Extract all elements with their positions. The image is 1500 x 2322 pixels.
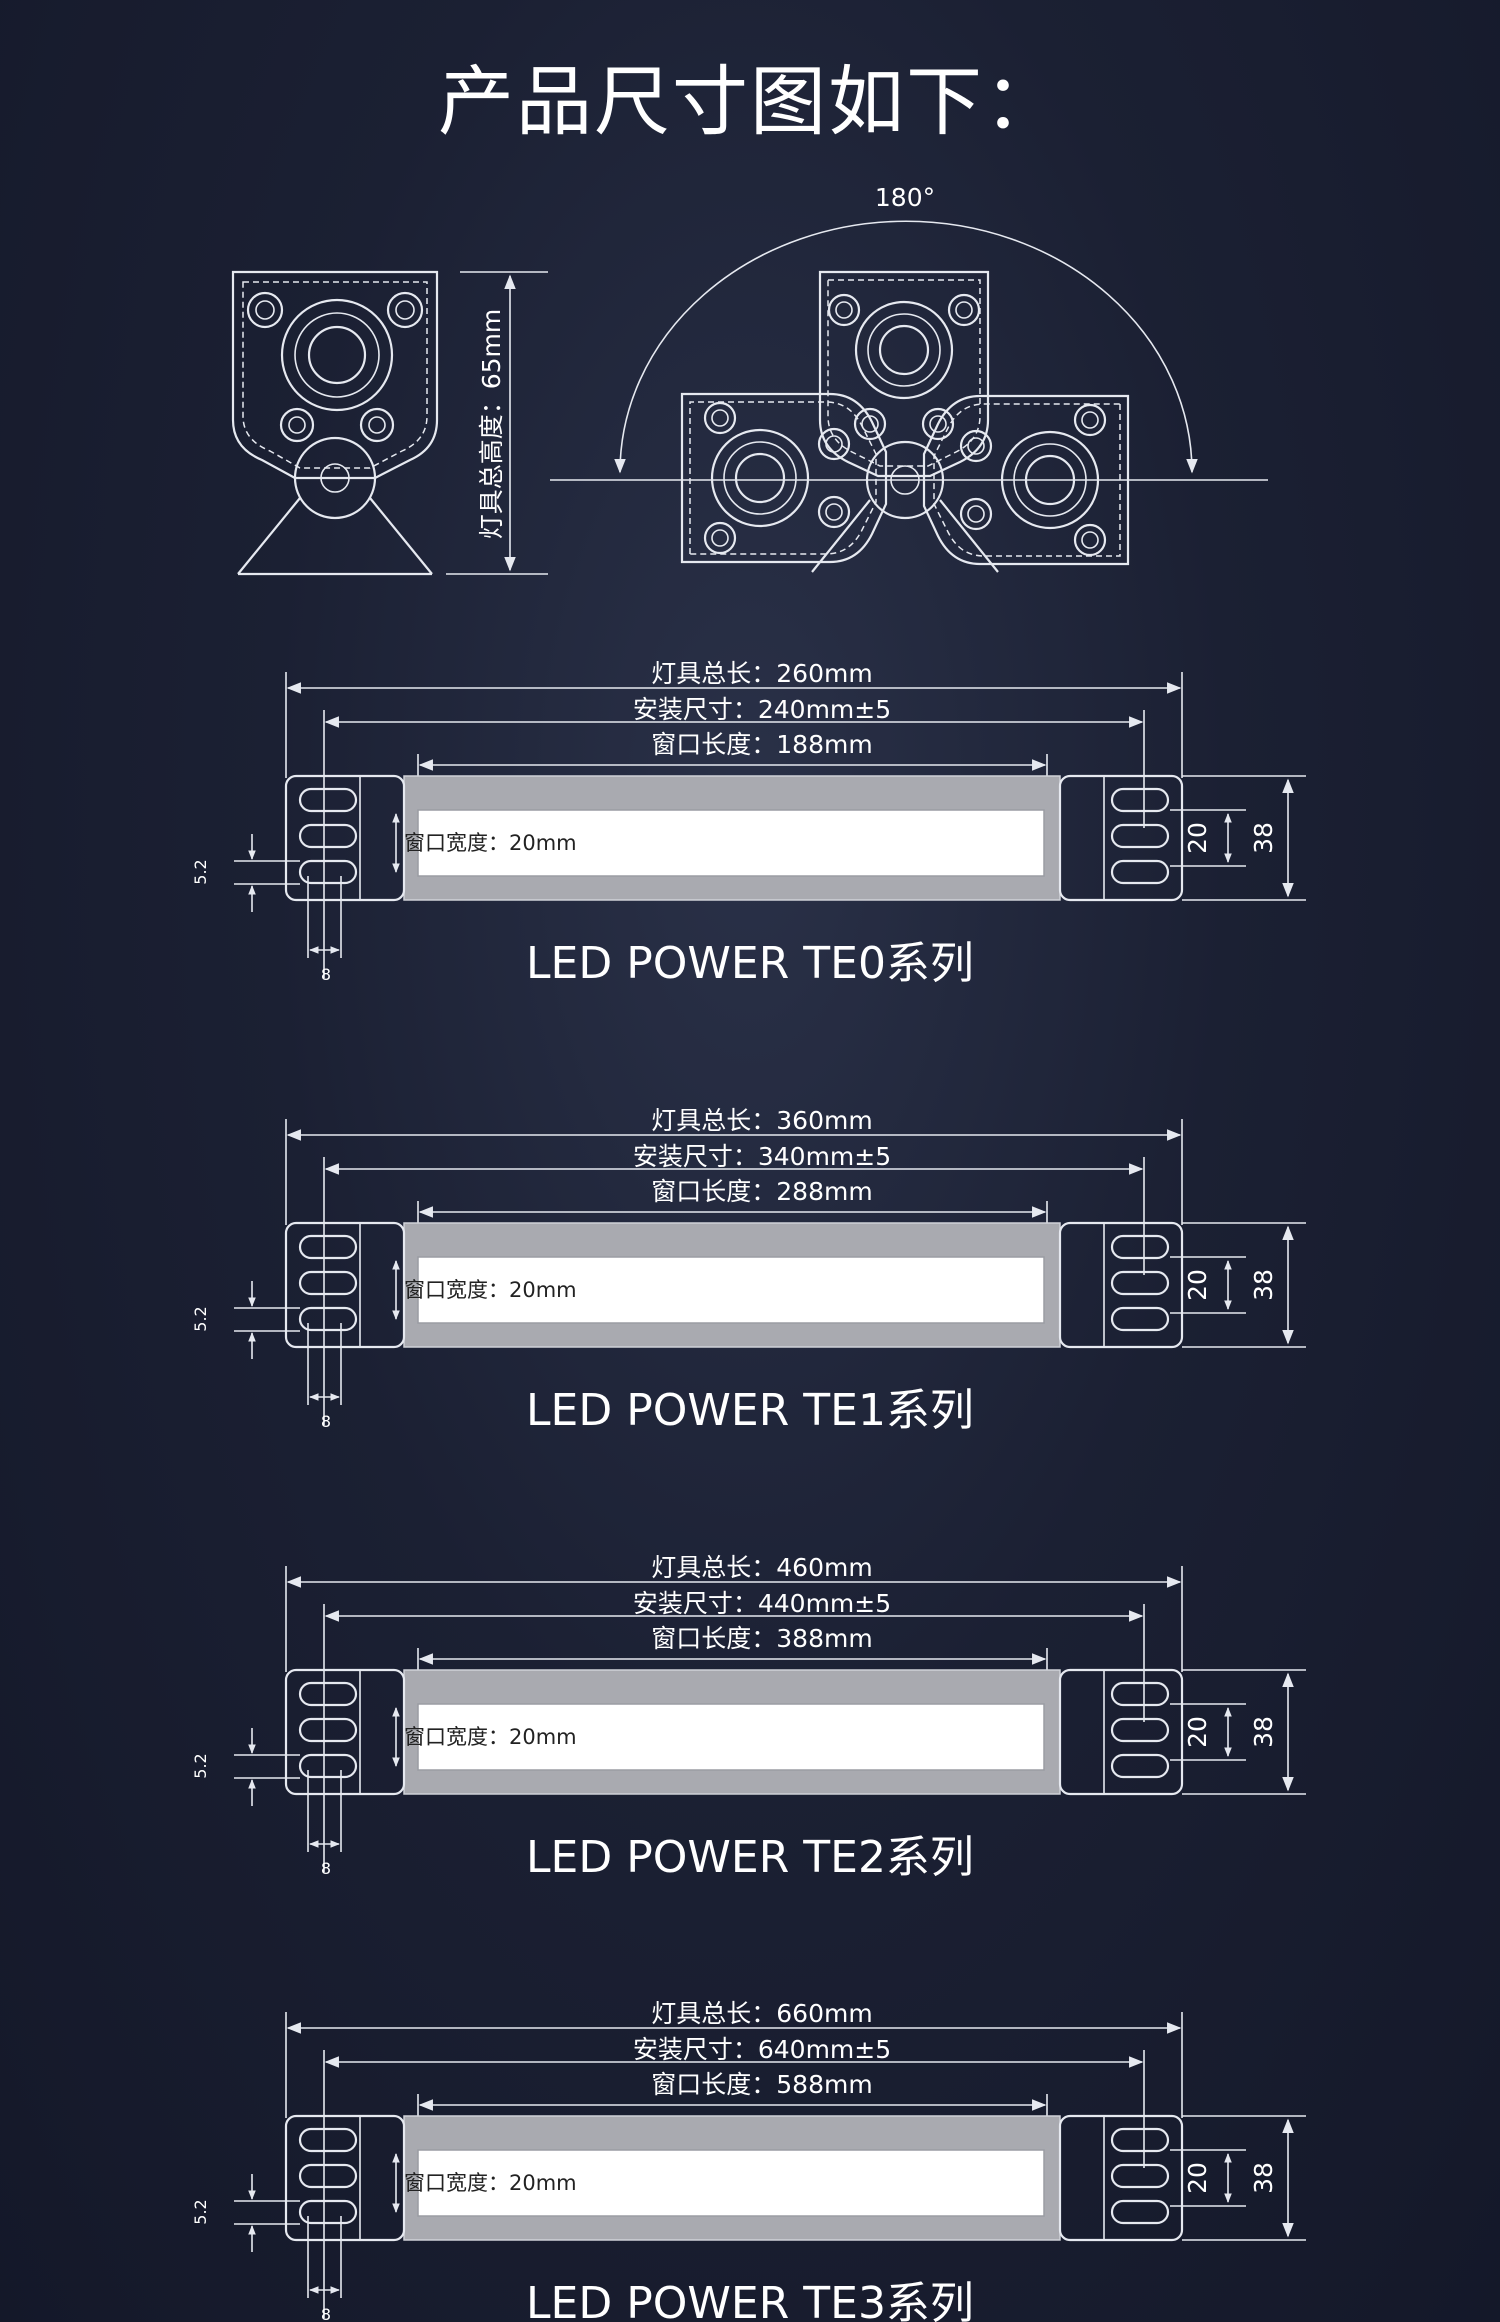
mount-slot — [298, 2163, 358, 2189]
total-length-label: 灯具总长：360mm — [651, 1106, 872, 1135]
series-2-drawing: 灯具总长：460mm 安装尺寸：440mm±5 窗口长度：388mm 窗口宽度：20m… — [191, 1553, 1306, 1883]
dim-38-label: 38 — [1249, 2162, 1278, 2194]
dim-20-label: 20 — [1183, 1716, 1212, 1748]
mount-slot — [1110, 1681, 1170, 1707]
dim-38-label: 38 — [1249, 1269, 1278, 1301]
window-width-label: 窗口宽度：20mm — [404, 831, 577, 855]
mount-slot — [298, 1306, 358, 1332]
mount-slot — [1110, 823, 1170, 849]
mount-slot — [1110, 859, 1170, 885]
dim-5-2-label: 5.2 — [191, 2199, 210, 2224]
series-1-drawing: 灯具总长：360mm 安装尺寸：340mm±5 窗口长度：288mm 窗口宽度：20m… — [191, 1106, 1306, 1436]
page-title: 产品尺寸图如下： — [438, 57, 1062, 146]
dim-38-label: 38 — [1249, 1716, 1278, 1748]
mount-slot — [1110, 787, 1170, 813]
total-length-label: 灯具总长：460mm — [651, 1553, 872, 1582]
right-end-cap — [1058, 774, 1184, 902]
mount-slot — [298, 1753, 358, 1779]
dim-5-2-label: 5.2 — [191, 1306, 210, 1331]
mount-slot — [1110, 2163, 1170, 2189]
mount-slot — [298, 859, 358, 885]
side-view-drawing — [231, 270, 548, 576]
total-length-label: 灯具总长：660mm — [651, 1999, 872, 2028]
mount-size-label: 安装尺寸：640mm±5 — [633, 2035, 891, 2064]
light-window — [417, 1256, 1045, 1324]
series-title: LED POWER TE1系列 — [526, 1385, 974, 1436]
mount-slot — [1110, 1270, 1170, 1296]
right-end-cap — [1058, 2114, 1184, 2242]
window-length-label: 窗口长度：288mm — [651, 1177, 872, 1206]
angle-label: 180° — [875, 183, 935, 212]
mount-slot — [298, 1234, 358, 1260]
dim-8-label: 8 — [321, 2305, 331, 2322]
window-length-label: 窗口长度：588mm — [651, 2070, 872, 2099]
dim-20-label: 20 — [1183, 822, 1212, 854]
window-length-label: 窗口长度：188mm — [651, 730, 872, 759]
left-end-cap — [284, 774, 406, 902]
mount-slot — [1110, 1753, 1170, 1779]
mount-slot — [298, 1717, 358, 1743]
mount-slot — [1110, 1306, 1170, 1332]
mount-slot — [298, 2199, 358, 2225]
series-title: LED POWER TE2系列 — [526, 1832, 974, 1883]
mount-size-label: 安装尺寸：340mm±5 — [633, 1142, 891, 1171]
series-title: LED POWER TE0系列 — [526, 938, 974, 989]
window-length-label: 窗口长度：388mm — [651, 1624, 872, 1653]
dim-5-2-label: 5.2 — [191, 859, 210, 884]
mount-slot — [298, 2127, 358, 2153]
series-layer: 灯具总长：260mm 安装尺寸：240mm±5 窗口长度：188mm 窗口宽度：20m… — [191, 659, 1306, 2322]
dim-8-label: 8 — [321, 965, 331, 984]
window-width-label: 窗口宽度：20mm — [404, 2171, 577, 2195]
dim-20-label: 20 — [1183, 1269, 1212, 1301]
dim-8-label: 8 — [321, 1859, 331, 1878]
right-end-cap — [1058, 1221, 1184, 1349]
dim-20-label: 20 — [1183, 2162, 1212, 2194]
mount-slot — [298, 1681, 358, 1707]
height-label: 灯具总高度：65mm — [477, 309, 506, 540]
light-window — [417, 2149, 1045, 2217]
left-end-cap — [284, 2114, 406, 2242]
mount-slot — [1110, 1234, 1170, 1260]
mount-slot — [298, 823, 358, 849]
left-end-cap — [284, 1221, 406, 1349]
mount-slot — [1110, 2199, 1170, 2225]
mount-slot — [298, 787, 358, 813]
window-width-label: 窗口宽度：20mm — [404, 1725, 577, 1749]
dim-38-label: 38 — [1249, 822, 1278, 854]
mount-slot — [298, 1270, 358, 1296]
mount-size-label: 安装尺寸：240mm±5 — [633, 695, 891, 724]
mount-slot — [1110, 1717, 1170, 1743]
left-end-cap — [284, 1668, 406, 1796]
total-length-label: 灯具总长：260mm — [651, 659, 872, 688]
right-end-cap — [1058, 1668, 1184, 1796]
window-width-label: 窗口宽度：20mm — [404, 1278, 577, 1302]
series-0-drawing: 灯具总长：260mm 安装尺寸：240mm±5 窗口长度：188mm 窗口宽度：20m… — [191, 659, 1306, 989]
mount-size-label: 安装尺寸：440mm±5 — [633, 1589, 891, 1618]
mount-slot — [1110, 2127, 1170, 2153]
light-window — [417, 1703, 1045, 1771]
light-window — [417, 809, 1045, 877]
dim-5-2-label: 5.2 — [191, 1753, 210, 1778]
series-title: LED POWER TE3系列 — [526, 2278, 974, 2322]
rotation-view-drawing — [550, 220, 1268, 573]
series-3-drawing: 灯具总长：660mm 安装尺寸：640mm±5 窗口长度：588mm 窗口宽度：20m… — [191, 1999, 1306, 2322]
dim-8-label: 8 — [321, 1412, 331, 1431]
